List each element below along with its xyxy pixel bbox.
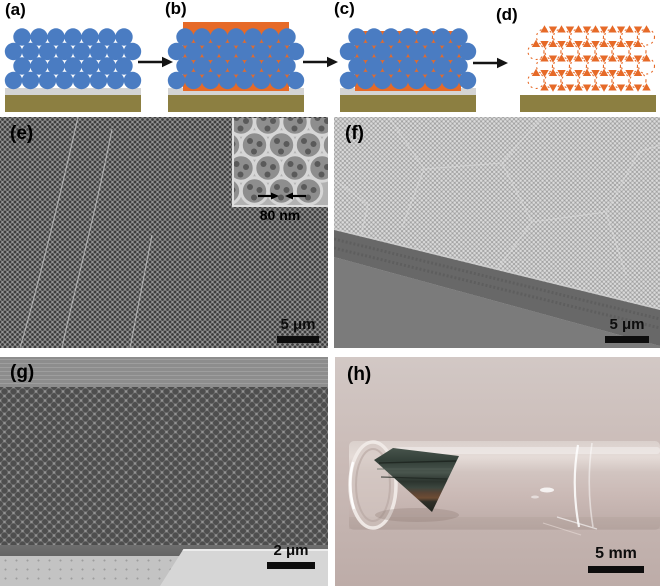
- schematic-band: (a) (b) (c) (d): [0, 0, 660, 115]
- fabrication-schematic: [0, 22, 656, 112]
- panel-label-f: (f): [345, 123, 364, 144]
- scale-bar-label-e: 5 μm: [280, 316, 316, 333]
- scale-bar-label-g: 2 μm: [273, 542, 309, 559]
- porous-cross-section: [0, 387, 328, 546]
- scale-bar-line-f: [605, 336, 649, 343]
- panel-label-c: (c): [334, 0, 355, 18]
- inset-dimension-label: 80 nm: [259, 207, 301, 223]
- schematic-step-d: [520, 25, 656, 112]
- process-arrow-icon: [136, 55, 175, 69]
- process-arrow-icon: [301, 55, 340, 69]
- scale-bar-e: 5 μm: [277, 316, 319, 343]
- schematic-step-a: [5, 28, 141, 112]
- panel-label-e: (e): [10, 123, 34, 144]
- substrate-area: [334, 257, 660, 348]
- panel-label-b: (b): [165, 0, 187, 18]
- film-top-surface: [0, 357, 328, 388]
- scale-bar-g: 2 μm: [267, 542, 315, 569]
- scale-bar-label-h: 5 mm: [595, 545, 637, 562]
- scale-bar-h: 5 mm: [588, 545, 644, 573]
- scale-bar-f: 5 μm: [605, 316, 649, 343]
- schematic-step-b: [168, 22, 304, 112]
- tube-joint-reflection: [573, 444, 581, 528]
- film-edge-overlay: [334, 117, 660, 348]
- schematic-step-c: [340, 28, 476, 112]
- panel-label-h: (h): [347, 364, 372, 385]
- cleaved-substrate: [0, 549, 328, 586]
- photonic-crystal-film: [374, 448, 459, 512]
- film-edge-cross-section: [334, 230, 660, 346]
- scale-bar-line-e: [277, 336, 319, 343]
- grain-boundary-lines: [19, 117, 153, 348]
- panel-g-sem-cross-section: (g) 2 μm: [0, 357, 328, 586]
- scale-bar-label-f: 5 μm: [609, 316, 645, 333]
- photo-scene: [348, 440, 660, 536]
- scale-bar-line-h: [588, 566, 644, 573]
- panel-h-photograph: (h) 5 mm: [335, 357, 660, 586]
- panel-f-sem-tilted-view: (f) 5 μm: [334, 117, 660, 348]
- panel-e-sem-top-view: 80 nm (e) 5 μm: [0, 117, 328, 348]
- panel-label-a: (a): [5, 0, 26, 19]
- honeycomb-pattern: [212, 117, 328, 206]
- panel-label-g: (g): [10, 362, 35, 383]
- scale-bar-line-g: [267, 562, 315, 569]
- dimension-arrows-icon: [258, 192, 306, 200]
- panel-label-d: (d): [496, 5, 518, 24]
- process-arrow-icon: [471, 56, 510, 70]
- panel-e-inset-sem: [212, 117, 328, 207]
